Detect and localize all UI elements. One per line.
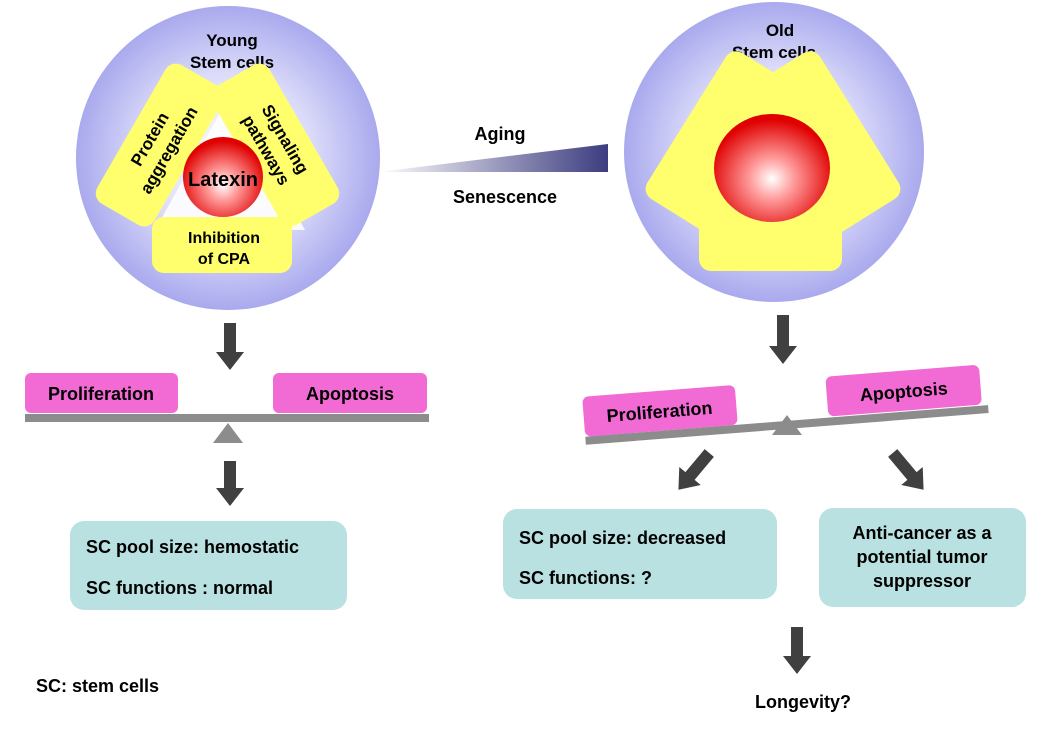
young-outcome-line2: SC functions : normal xyxy=(86,578,273,598)
young-box-signaling-pathways: Signaling pathways xyxy=(210,63,340,227)
old-diagonal-arrow-left xyxy=(678,449,714,490)
old-cell-title-line2: Stem cells xyxy=(732,43,816,62)
old-outcome-left-line1: SC pool size: decreased xyxy=(519,528,726,548)
old-outcome-right-box: Anti-cancer as a potential tumor suppres… xyxy=(819,508,1026,607)
aging-wedge xyxy=(378,144,608,172)
young-apoptosis-box xyxy=(273,373,427,413)
young-proliferation-box xyxy=(25,373,178,413)
senescence-label: Senescence xyxy=(453,187,557,207)
young-balance: Proliferation Apoptosis xyxy=(25,323,429,506)
longevity-down-arrow xyxy=(783,627,811,674)
old-balance: Proliferation Apoptosis xyxy=(582,315,989,490)
old-fulcrum xyxy=(772,415,802,435)
young-balance-beam xyxy=(25,414,429,422)
longevity-label: Longevity? xyxy=(755,692,851,712)
old-outcome-right-line3: suppressor xyxy=(873,571,971,591)
old-outcome-right-line2: potential tumor xyxy=(857,547,988,567)
young-down-arrow-2 xyxy=(216,461,244,506)
young-apoptosis-label: Apoptosis xyxy=(306,384,394,404)
young-proliferation-label: Proliferation xyxy=(48,384,154,404)
old-outcome-right-line1: Anti-cancer as a xyxy=(852,523,992,543)
old-diagonal-arrow-right xyxy=(888,449,924,490)
young-box-bottom-line2: of CPA xyxy=(198,251,251,268)
young-latexin-sphere xyxy=(183,137,263,217)
old-outcome-left-box: SC pool size: decreased SC functions: ? xyxy=(503,509,777,599)
old-proliferation-box xyxy=(582,385,738,437)
young-cell-title-line1: Young xyxy=(206,31,258,50)
young-fulcrum xyxy=(213,423,243,443)
old-box-bottom xyxy=(699,205,842,271)
aging-label: Aging xyxy=(475,124,526,144)
footnote-sc-definition: SC: stem cells xyxy=(36,676,159,696)
young-down-arrow-1 xyxy=(216,323,244,370)
aging-transition: Aging Senescence xyxy=(378,124,608,207)
old-apoptosis-box xyxy=(825,365,982,417)
young-box-inhibition-cpa: Inhibition of CPA xyxy=(152,217,292,273)
old-cell-title-line1: Old xyxy=(766,21,794,40)
young-box-bottom-line1: Inhibition xyxy=(188,230,260,247)
old-latexin-sphere xyxy=(714,114,830,222)
young-outcome-box: SC pool size: hemostatic SC functions : … xyxy=(70,521,347,610)
old-outcome-left-line2: SC functions: ? xyxy=(519,568,652,588)
young-stem-cell: Young Stem cells Protein aggregation Sig… xyxy=(76,6,380,310)
young-outcome-line1: SC pool size: hemostatic xyxy=(86,537,299,557)
old-down-arrow-1 xyxy=(769,315,797,364)
old-stem-cell: Old Stem cells xyxy=(624,2,924,302)
young-latexin-label: Latexin xyxy=(188,169,258,191)
